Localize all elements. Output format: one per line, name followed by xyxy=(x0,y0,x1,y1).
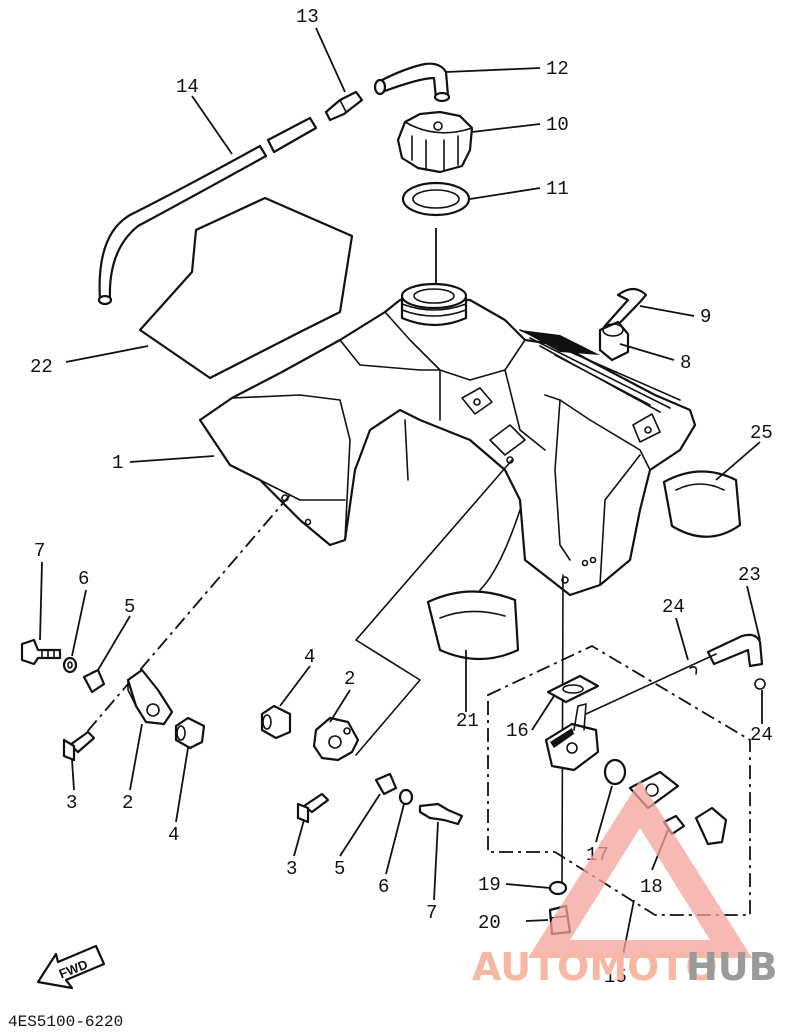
callout-12: 12 xyxy=(546,58,569,80)
callout-2-center: 2 xyxy=(344,668,355,690)
callout-24-upper: 24 xyxy=(662,596,685,618)
hose-part xyxy=(97,116,318,306)
callout-7-left: 7 xyxy=(34,540,45,562)
callout-8: 8 xyxy=(680,352,691,374)
left-mount-hardware xyxy=(20,638,206,762)
callout-leaders xyxy=(39,27,763,961)
callout-15: 15 xyxy=(604,966,627,988)
callout-10: 10 xyxy=(546,114,569,136)
callout-14: 14 xyxy=(176,76,199,98)
watermark-text-primary: AUTOMOTO xyxy=(472,945,718,989)
breather-hose-part xyxy=(373,62,451,103)
assembly-line-left xyxy=(79,494,291,741)
tank-cap-part xyxy=(396,110,474,174)
callout-6-left: 6 xyxy=(78,568,89,590)
callout-4-center: 4 xyxy=(304,646,315,668)
filler-neck-part xyxy=(400,282,468,327)
callout-18: 18 xyxy=(640,876,663,898)
callout-21: 21 xyxy=(456,710,479,732)
callout-24-lower: 24 xyxy=(750,724,773,746)
watermark-text-secondary: HUB xyxy=(686,945,778,989)
callout-5-left: 5 xyxy=(124,596,135,618)
callout-labels: 1 13 14 12 10 11 22 9 8 25 21 23 24 24 1… xyxy=(30,6,773,988)
callout-23: 23 xyxy=(738,564,761,586)
fwd-arrow: FWD xyxy=(36,944,106,990)
callout-25: 25 xyxy=(750,422,773,444)
callout-22: 22 xyxy=(30,356,53,378)
callout-5-center: 5 xyxy=(334,858,345,880)
assembly-line-center xyxy=(355,459,513,756)
callout-6-center: 6 xyxy=(378,876,389,898)
callout-13: 13 xyxy=(296,6,319,28)
hose-joint-part xyxy=(324,90,364,122)
callout-1: 1 xyxy=(112,452,123,474)
automotohub-watermark: AUTOMOTO HUB xyxy=(472,780,778,989)
watermark-triangle-icon xyxy=(528,780,752,958)
callout-11: 11 xyxy=(546,178,569,200)
tank-damper-part xyxy=(138,196,354,380)
damper-sleeve-25 xyxy=(662,470,742,538)
callout-2-left: 2 xyxy=(122,792,133,814)
callout-19: 19 xyxy=(478,874,501,896)
callout-9: 9 xyxy=(700,306,711,328)
callout-4-left: 4 xyxy=(168,824,179,846)
cap-gasket-part xyxy=(401,181,471,217)
callout-20: 20 xyxy=(478,912,501,934)
callout-7-center: 7 xyxy=(426,902,437,924)
callout-3-left: 3 xyxy=(66,792,77,814)
callout-3-center: 3 xyxy=(286,858,297,880)
fuel-tank-part xyxy=(198,298,697,597)
collar-8-part xyxy=(598,320,630,362)
center-mount-hardware xyxy=(260,704,464,826)
assembly-line-pipe xyxy=(585,653,717,715)
document-code: 4ES5100-6220 xyxy=(8,1013,123,1031)
damper-21 xyxy=(426,590,520,661)
callout-16: 16 xyxy=(506,720,529,742)
